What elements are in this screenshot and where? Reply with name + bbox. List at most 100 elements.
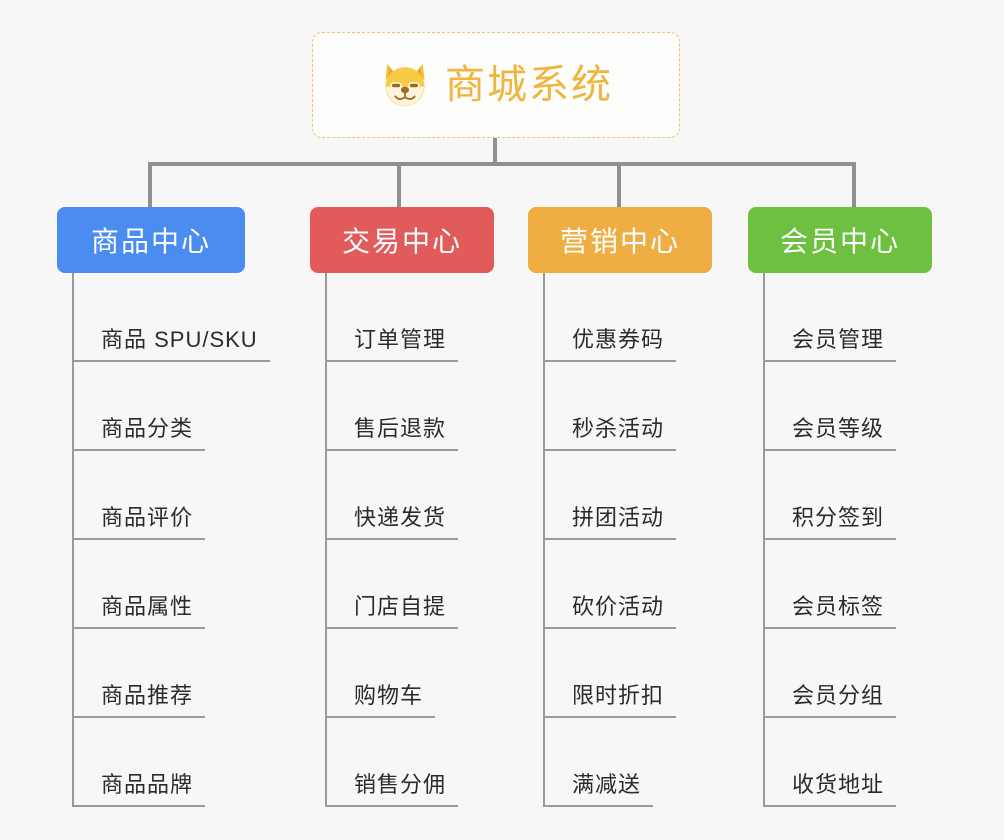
leaf-item[interactable]: 收货地址 [748,718,948,807]
branch-trunk-line [543,273,545,807]
leaf-item-label: 商品推荐 [101,683,194,708]
leaf-underline [763,805,896,807]
connector-horizontal-bus [148,162,856,166]
branch-trunk-line [763,273,765,807]
leaf-item[interactable]: 秒杀活动 [528,362,728,451]
leaf-underline [543,538,676,540]
leaf-item[interactable]: 购物车 [310,629,510,718]
leaf-underline [543,716,676,718]
leaf-underline [72,716,205,718]
leaf-underline [72,805,205,807]
leaf-item[interactable]: 优惠券码 [528,273,728,362]
leaf-item[interactable]: 会员等级 [748,362,948,451]
leaf-list-trade-center: 订单管理 售后退款 快递发货 门店自提 购物车 销售分佣 [310,273,510,807]
connector-drop-marketing-center [617,162,621,208]
leaf-item[interactable]: 拼团活动 [528,451,728,540]
leaf-underline [72,449,205,451]
branch-trunk-line [72,273,74,807]
leaf-underline [325,716,435,718]
leaf-item[interactable]: 快递发货 [310,451,510,540]
leaf-underline [72,538,205,540]
branch-marketing-center: 营销中心 优惠券码 秒杀活动 拼团活动 砍价活动 限时折扣 [528,207,728,807]
leaf-item[interactable]: 满减送 [528,718,728,807]
leaf-item[interactable]: 销售分佣 [310,718,510,807]
leaf-item-label: 会员管理 [792,327,885,352]
leaf-underline [325,538,458,540]
leaf-item-label: 会员标签 [792,594,885,619]
leaf-item-label: 商品分类 [101,416,194,441]
branch-product-center: 商品中心 商品 SPU/SKU 商品分类 商品评价 商品属性 商品推荐 [57,207,287,807]
leaf-underline [325,360,458,362]
leaf-item-label: 砍价活动 [572,594,665,619]
leaf-item[interactable]: 商品 SPU/SKU [57,273,287,362]
leaf-item[interactable]: 会员分组 [748,629,948,718]
leaf-item-label: 秒杀活动 [572,416,665,441]
leaf-underline [325,627,458,629]
leaf-item[interactable]: 售后退款 [310,362,510,451]
category-header-marketing-center[interactable]: 营销中心 [528,207,712,273]
leaf-underline [325,449,458,451]
leaf-item-label: 售后退款 [354,416,447,441]
leaf-item[interactable]: 商品分类 [57,362,287,451]
leaf-item-label: 商品 SPU/SKU [101,327,258,352]
category-label: 营销中心 [559,226,680,257]
connector-root-stub [493,138,497,164]
leaf-item-label: 购物车 [354,683,424,708]
leaf-underline [543,805,653,807]
connector-drop-trade-center [397,162,401,208]
root-node-mall-system[interactable]: 商城系统 [312,32,680,138]
category-label: 会员中心 [779,226,900,257]
leaf-item[interactable]: 商品评价 [57,451,287,540]
leaf-underline [763,627,896,629]
leaf-item-label: 销售分佣 [354,772,447,797]
leaf-underline [325,805,458,807]
category-header-member-center[interactable]: 会员中心 [748,207,932,273]
leaf-item-label: 会员分组 [792,683,885,708]
leaf-underline [763,716,896,718]
branch-trunk-line [325,273,327,807]
leaf-item-label: 收货地址 [792,772,885,797]
leaf-item-label: 会员等级 [792,416,885,441]
category-header-trade-center[interactable]: 交易中心 [310,207,494,273]
leaf-item[interactable]: 会员管理 [748,273,948,362]
leaf-item[interactable]: 门店自提 [310,540,510,629]
leaf-item-label: 商品评价 [101,505,194,530]
leaf-underline [72,360,270,362]
leaf-list-product-center: 商品 SPU/SKU 商品分类 商品评价 商品属性 商品推荐 商品品牌 [57,273,287,807]
category-header-product-center[interactable]: 商品中心 [57,207,245,273]
leaf-underline [72,627,205,629]
leaf-underline [763,360,896,362]
leaf-underline [543,627,676,629]
leaf-item[interactable]: 砍价活动 [528,540,728,629]
leaf-item[interactable]: 积分签到 [748,451,948,540]
leaf-item-label: 拼团活动 [572,505,665,530]
leaf-item-label: 商品品牌 [101,772,194,797]
leaf-item[interactable]: 商品品牌 [57,718,287,807]
leaf-list-marketing-center: 优惠券码 秒杀活动 拼团活动 砍价活动 限时折扣 满减送 [528,273,728,807]
leaf-list-member-center: 会员管理 会员等级 积分签到 会员标签 会员分组 收货地址 [748,273,948,807]
branch-trade-center: 交易中心 订单管理 售后退款 快递发货 门店自提 购物车 [310,207,510,807]
leaf-item-label: 满减送 [572,772,642,797]
leaf-underline [543,360,676,362]
leaf-item[interactable]: 限时折扣 [528,629,728,718]
leaf-underline [543,449,676,451]
leaf-item[interactable]: 会员标签 [748,540,948,629]
branch-member-center: 会员中心 会员管理 会员等级 积分签到 会员标签 会员分组 [748,207,948,807]
leaf-item-label: 快递发货 [354,505,447,530]
leaf-item[interactable]: 订单管理 [310,273,510,362]
leaf-item-label: 订单管理 [354,327,447,352]
leaf-item-label: 限时折扣 [572,683,665,708]
leaf-item-label: 商品属性 [101,594,194,619]
shiba-dog-face-icon [385,63,425,107]
connector-drop-product-center [148,162,152,208]
leaf-underline [763,538,896,540]
category-label: 商品中心 [90,226,211,257]
category-label: 交易中心 [341,226,462,257]
connector-drop-member-center [852,162,856,208]
leaf-item-label: 积分签到 [792,505,885,530]
leaf-item[interactable]: 商品属性 [57,540,287,629]
leaf-item[interactable]: 商品推荐 [57,629,287,718]
root-node-label: 商城系统 [445,63,613,107]
leaf-underline [763,449,896,451]
